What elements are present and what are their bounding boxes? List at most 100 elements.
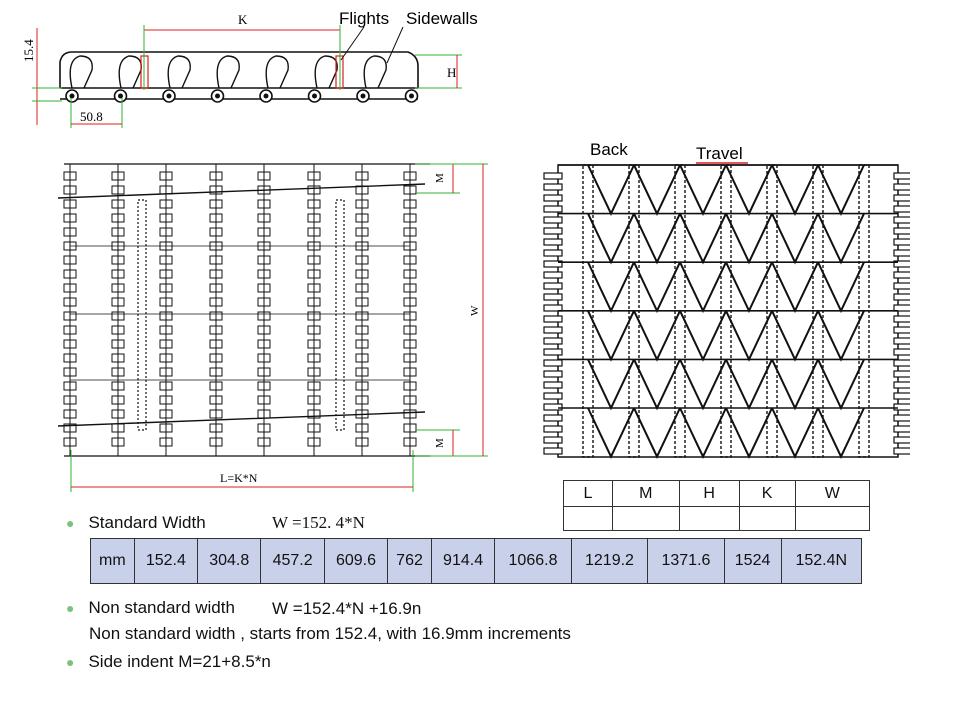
edge-tooth-right xyxy=(893,238,910,246)
dimension-pitch-label: 50.8 xyxy=(80,109,103,124)
width-value-cell: 304.8 xyxy=(197,538,262,584)
dimension-m-bottom-label: M xyxy=(434,438,446,448)
sidewall-loop xyxy=(167,55,191,89)
bullet-dot: ● xyxy=(66,515,75,531)
bullet-dot: ● xyxy=(66,600,75,616)
edge-tooth-right xyxy=(893,194,910,202)
dimension-thickness-label: 15.4 xyxy=(21,39,36,62)
dimension-pitch: 50.8 xyxy=(70,98,123,128)
side-indent-line: ●Side indent M=21+8.5*n xyxy=(66,652,271,672)
side-indent-label: Side indent M=21+8.5*n xyxy=(88,652,271,671)
back-view-drawing: Back Travel xyxy=(543,140,910,459)
edge-tooth-left xyxy=(543,414,563,422)
roller-pin xyxy=(166,93,172,99)
dimension-h: H xyxy=(415,54,462,89)
non-standard-label: Non standard width xyxy=(88,598,235,617)
standard-width-label: Standard Width xyxy=(88,513,206,532)
edge-tooth-left xyxy=(543,315,563,323)
edge-tooth-left xyxy=(543,183,563,191)
sidewall-loop xyxy=(363,55,387,89)
width-value-cell: 152.4N xyxy=(780,538,862,584)
parameter-table: L M H K W xyxy=(563,480,871,531)
edge-tooth-right xyxy=(893,183,910,191)
standard-width-line: ● Standard Width xyxy=(66,513,206,533)
edge-tooth-left xyxy=(543,326,563,334)
mesh-triangle xyxy=(633,407,681,459)
travel-label: Travel xyxy=(696,144,743,163)
mesh-triangle xyxy=(771,407,819,459)
flights-leader xyxy=(340,26,365,61)
edge-tooth-right xyxy=(893,414,910,422)
param-value-h xyxy=(678,506,740,531)
edge-tooth-right xyxy=(893,436,910,444)
chain-rollers xyxy=(65,89,419,103)
edge-tooth-right xyxy=(893,205,910,213)
edge-tooth-left xyxy=(543,337,563,345)
back-mesh-pattern xyxy=(543,164,910,459)
roller-pin xyxy=(360,93,366,99)
edge-tooth-right xyxy=(893,403,910,411)
edge-tooth-left xyxy=(543,227,563,235)
edge-tooth-right xyxy=(893,315,910,323)
edge-tooth-left xyxy=(543,304,563,312)
dimension-m-top: M xyxy=(415,163,460,194)
flight-column xyxy=(335,199,345,431)
parameter-value-row xyxy=(563,506,871,531)
dimension-m-top-label: M xyxy=(434,173,446,183)
edge-tooth-left xyxy=(543,425,563,433)
edge-tooth-right xyxy=(893,425,910,433)
roller-pin xyxy=(409,93,414,99)
edge-tooth-left xyxy=(543,260,563,268)
edge-tooth-left xyxy=(543,447,563,455)
edge-tooth-right xyxy=(893,359,910,367)
edge-tooth-right xyxy=(893,260,910,268)
cross-rod xyxy=(57,183,426,199)
width-value-cell: 1219.2 xyxy=(570,538,649,584)
belt-link-columns xyxy=(63,164,417,456)
roller-pin xyxy=(263,93,269,99)
edge-tooth-right xyxy=(893,216,910,224)
edge-tooth-left xyxy=(543,216,563,224)
side-view-drawing: K H 15.4 50.8 Flights Sidewalls xyxy=(21,9,478,128)
width-value-cell: 914.4 xyxy=(430,538,496,584)
edge-tooth-right xyxy=(893,392,910,400)
param-value-l xyxy=(563,506,613,531)
edge-tooth-left xyxy=(543,381,563,389)
width-value-cell: 609.6 xyxy=(323,538,389,584)
non-standard-line: ● Non standard width xyxy=(66,598,235,618)
param-header-h: H xyxy=(678,480,740,507)
edge-tooth-left xyxy=(543,194,563,202)
edge-tooth-right xyxy=(893,447,910,455)
mesh-triangle xyxy=(817,407,865,459)
param-value-m xyxy=(611,506,680,531)
dimension-m-bottom: M xyxy=(415,429,460,457)
sidewall-loop xyxy=(314,55,338,89)
edge-tooth-left xyxy=(543,403,563,411)
dimension-h-label: H xyxy=(447,65,456,80)
non-standard-formula: W =152.4*N +16.9n xyxy=(272,599,422,618)
mesh-triangle xyxy=(725,407,773,459)
edge-tooth-left xyxy=(543,238,563,246)
width-unit-cell: mm xyxy=(90,538,135,584)
non-standard-note: Non standard width , starts from 152.4, … xyxy=(89,624,571,643)
belt-cross-rods xyxy=(57,183,426,427)
edge-tooth-left xyxy=(543,348,563,356)
edge-tooth-right xyxy=(893,381,910,389)
dimension-w: W xyxy=(415,163,488,457)
param-header-k: K xyxy=(738,480,796,507)
edge-tooth-left xyxy=(543,205,563,213)
edge-tooth-right xyxy=(893,337,910,345)
edge-tooth-right xyxy=(893,227,910,235)
edge-tooth-left xyxy=(543,293,563,301)
sidewalls-label: Sidewalls xyxy=(406,9,478,28)
edge-tooth-left xyxy=(543,249,563,257)
param-header-l: L xyxy=(563,480,613,507)
sidewalls-leader xyxy=(386,26,404,64)
edge-tooth-right xyxy=(893,304,910,312)
cross-rod xyxy=(57,411,426,427)
width-value-cell: 1524 xyxy=(723,538,782,584)
dimension-k-label: K xyxy=(238,12,248,27)
edge-tooth-right xyxy=(893,282,910,290)
